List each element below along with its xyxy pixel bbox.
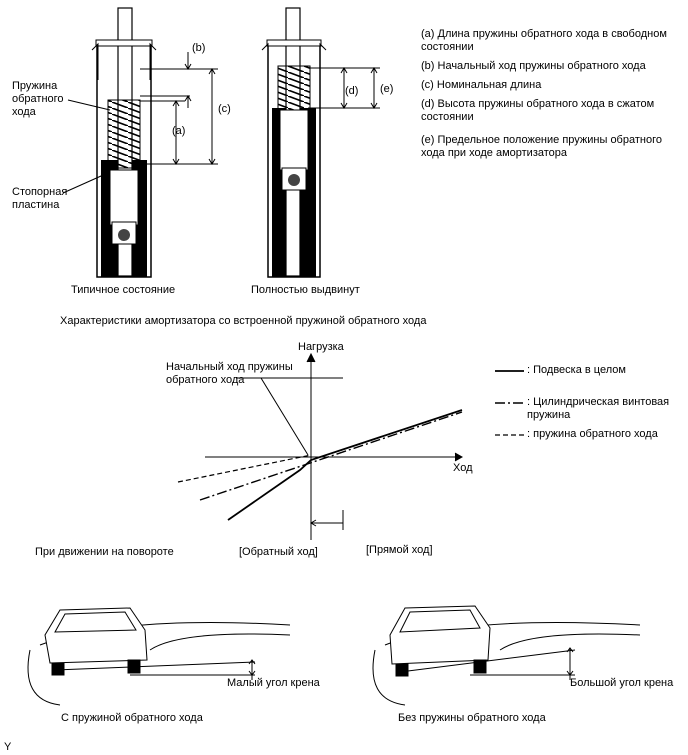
label-d: (d) (345, 85, 358, 97)
car-with-spring (27, 607, 291, 706)
axis-x-label: Ход (453, 462, 473, 474)
label-b: (b) (192, 42, 205, 54)
legend-item-a: (a) Длина пружины обратного хода в свобо… (421, 28, 667, 53)
dimensions-extended (308, 67, 380, 109)
curve-coil-spring (199, 411, 463, 501)
footer-code: Y (4, 741, 12, 753)
stopper-plate-label: Стопорная пластина (12, 186, 68, 211)
car-without-spring (372, 605, 641, 706)
characteristic-graph (177, 352, 524, 540)
graph-legend-lines (495, 370, 524, 436)
cornering-title: При движении на повороте (35, 546, 174, 558)
dimensions-typical (140, 52, 218, 165)
rebound-spring-label: Пружина обратного хода (12, 80, 64, 118)
typical-state-caption: Типичное состояние (71, 284, 176, 296)
legend-item-b: (b) Начальный ход пружины обратного хода (421, 60, 646, 72)
shock-legend: (a) Длина пружины обратного хода в свобо… (421, 28, 681, 160)
graph-legend-rebound: : пружина обратного хода (527, 428, 658, 440)
graph-legend-total: : Подвеска в целом (527, 364, 626, 376)
with-spring-caption: С пружиной обратного хода (61, 712, 203, 724)
legend-item-e: (e) Предельное положение пружины обратно… (421, 134, 662, 159)
cornering-illustrations (27, 605, 641, 706)
curve-rebound-spring (177, 454, 312, 483)
legend-item-c: (c) Номинальная длина (421, 79, 542, 91)
small-roll-label: Малый угол крена (227, 677, 320, 689)
initial-stroke-label: Начальный ход пружины обратного хода (166, 361, 293, 386)
label-c: (c) (218, 103, 231, 115)
forward-stroke-label: [Прямой ход] (366, 544, 433, 556)
characteristics-title: Характеристики амортизатора со встроенно… (60, 315, 427, 327)
legend-item-d: (d) Высота пружины обратного хода в сжат… (421, 98, 655, 123)
shock-absorber-figures: (b) (a) (c) (d) (e) (62, 7, 393, 278)
large-roll-label: Большой угол крена (570, 677, 674, 689)
label-a: (a) (172, 125, 185, 137)
label-e: (e) (380, 83, 393, 95)
graph-legend-coil: : Цилиндрическая винтовая пружина (527, 396, 670, 421)
curve-total (227, 409, 463, 521)
shock-extended (261, 7, 327, 278)
fully-extended-caption: Полностью выдвинут (251, 284, 360, 296)
axis-y-label: Нагрузка (298, 341, 344, 353)
shock-typical (91, 7, 157, 278)
rebound-stroke-label: [Обратный ход] (239, 546, 318, 558)
without-spring-caption: Без пружины обратного хода (398, 712, 546, 724)
